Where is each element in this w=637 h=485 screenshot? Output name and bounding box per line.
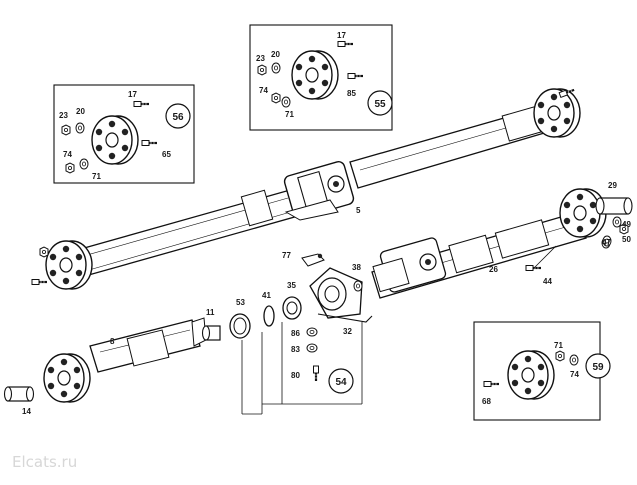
washer-83	[306, 343, 318, 353]
label-29: 29	[608, 181, 617, 190]
bracket-77	[301, 253, 325, 267]
label-77: 77	[282, 251, 291, 260]
label-71-59: 71	[554, 341, 563, 350]
label-86: 86	[291, 329, 300, 338]
callout-54[interactable]: 54	[328, 368, 354, 394]
callout-59-label: 59	[592, 362, 604, 373]
sleeve-14	[3, 386, 35, 402]
label-65: 65	[162, 150, 171, 159]
rear-flex-coupling-upper	[533, 86, 581, 138]
label-80: 80	[291, 371, 300, 380]
front-flex-coupling	[30, 240, 93, 290]
label-41: 41	[262, 291, 271, 300]
label-26: 26	[489, 265, 498, 274]
washer-86	[306, 327, 318, 337]
label-35: 35	[287, 281, 296, 290]
label-71-56: 71	[92, 172, 101, 181]
nut-11	[201, 325, 221, 341]
center-bearing-32	[309, 267, 373, 323]
label-38: 38	[352, 263, 361, 272]
label-20-56: 20	[76, 107, 85, 116]
label-17-56: 17	[128, 90, 137, 99]
callout-56-label: 56	[172, 112, 184, 123]
label-83: 83	[291, 345, 300, 354]
label-49: 49	[622, 220, 631, 229]
label-8: 8	[110, 337, 115, 346]
sleeve-29	[595, 197, 633, 215]
upper-propeller-shaft	[69, 101, 569, 279]
label-44: 44	[543, 277, 552, 286]
label-68: 68	[482, 397, 491, 406]
ring-35	[282, 296, 302, 320]
label-14: 14	[22, 407, 31, 416]
label-23-56: 23	[59, 111, 68, 120]
label-71-55: 71	[285, 110, 294, 119]
callout-55-label: 55	[374, 99, 386, 110]
label-20-55: 20	[271, 50, 280, 59]
label-74-56: 74	[63, 150, 72, 159]
callout-55[interactable]: 55	[367, 90, 393, 116]
label-32: 32	[343, 327, 352, 336]
lower-joint-26	[372, 237, 447, 293]
label-11: 11	[206, 308, 215, 317]
lower-front-shaft	[89, 317, 207, 373]
label-50: 50	[622, 235, 631, 244]
bolt-44	[524, 264, 543, 272]
ring-41	[263, 305, 275, 327]
group-54-bracket	[241, 322, 363, 415]
ring-53	[229, 313, 251, 339]
label-47: 47	[602, 238, 611, 247]
label-85: 85	[347, 89, 356, 98]
front-lower-coupling	[43, 353, 91, 403]
washer-38	[353, 280, 363, 292]
label-17-55: 17	[337, 31, 346, 40]
label-74-55: 74	[259, 86, 268, 95]
bolt-80	[312, 364, 320, 383]
label-23-55: 23	[256, 54, 265, 63]
label-5: 5	[356, 206, 361, 215]
washer-49	[612, 216, 622, 228]
watermark: Elcats.ru	[12, 453, 77, 471]
part-number-labels: 17 23 20 74 71 85 17 23 20 74 71 65 71 7…	[22, 31, 631, 416]
callout-56[interactable]: 56	[165, 103, 191, 129]
inset-55	[249, 24, 393, 131]
inset-56	[53, 84, 195, 184]
callout-54-label: 54	[335, 377, 347, 388]
callout-59[interactable]: 59	[585, 353, 611, 379]
label-53: 53	[236, 298, 245, 307]
inset-59	[473, 321, 601, 421]
center-joint-5	[283, 161, 355, 221]
label-74-59: 74	[570, 370, 579, 379]
